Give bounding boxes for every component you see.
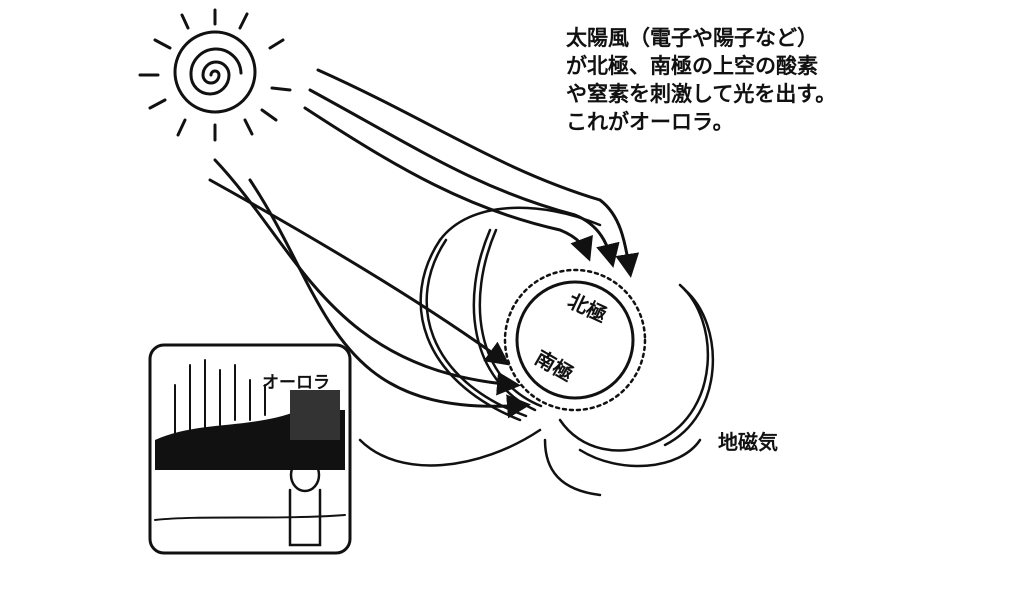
solar-wind-arrows — [208, 68, 640, 419]
aurora-label: オーロラ — [262, 373, 330, 393]
caption-line: が北極、南極の上空の酸素 — [566, 54, 818, 78]
geomagnetism-label: 地磁気 — [718, 430, 778, 454]
atmosphere-boundary — [503, 268, 647, 412]
caption-line: これがオーロラ。 — [566, 110, 734, 134]
explanation-caption: 太陽風（電子や陽子など） が北極、南極の上空の酸素や窒素を刺激して光を出す。これが… — [566, 24, 836, 136]
caption-line: や窒素を刺激して光を出す。 — [566, 82, 837, 106]
aurora-inset — [148, 343, 352, 555]
magnetosphere-lines — [358, 206, 715, 497]
earth — [515, 280, 635, 400]
sun-icon — [138, 8, 292, 142]
caption-line: 太陽風（電子や陽子など） — [566, 26, 818, 50]
